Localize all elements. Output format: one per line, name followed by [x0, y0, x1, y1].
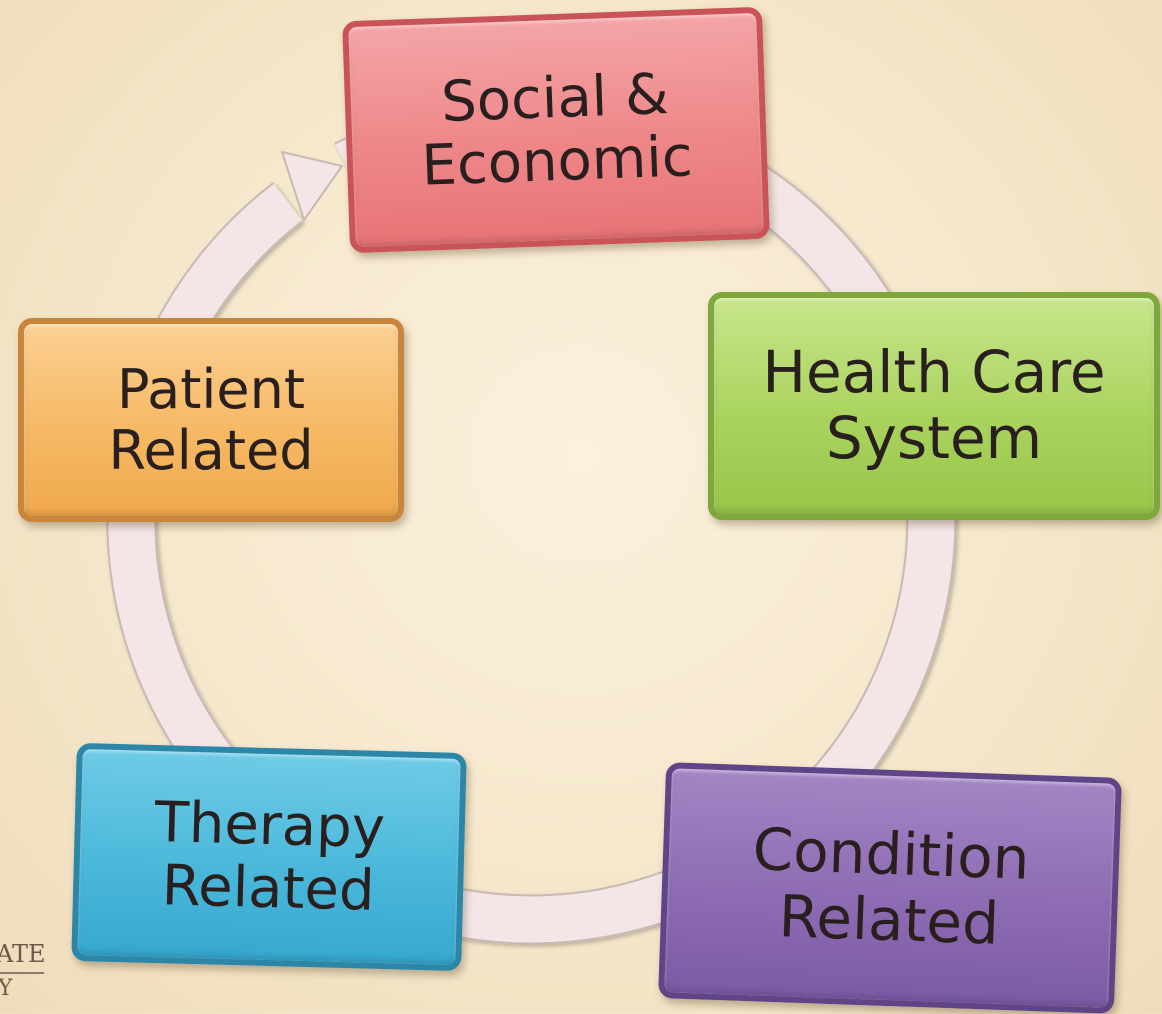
corner-logo-text: ATE — [0, 940, 46, 968]
node-patient-related: Patient Related — [18, 318, 404, 522]
node-patient-related-label: Patient Related — [108, 357, 314, 482]
node-condition-related-label: Condition Related — [751, 815, 1031, 958]
cycle-arrow-head — [281, 151, 343, 221]
corner-logo-text-2: Y — [0, 976, 13, 1001]
node-therapy-related-label: Therapy Related — [153, 789, 386, 924]
node-health-care-system-label: Health Care System — [762, 338, 1106, 472]
node-condition-related: Condition Related — [658, 762, 1122, 1014]
node-health-care-system: Health Care System — [708, 292, 1160, 520]
node-therapy-related: Therapy Related — [71, 742, 467, 972]
corner-logo-divider — [0, 972, 44, 974]
node-social-economic: Social & Economic — [342, 6, 770, 254]
node-social-economic-label: Social & Economic — [420, 61, 694, 199]
